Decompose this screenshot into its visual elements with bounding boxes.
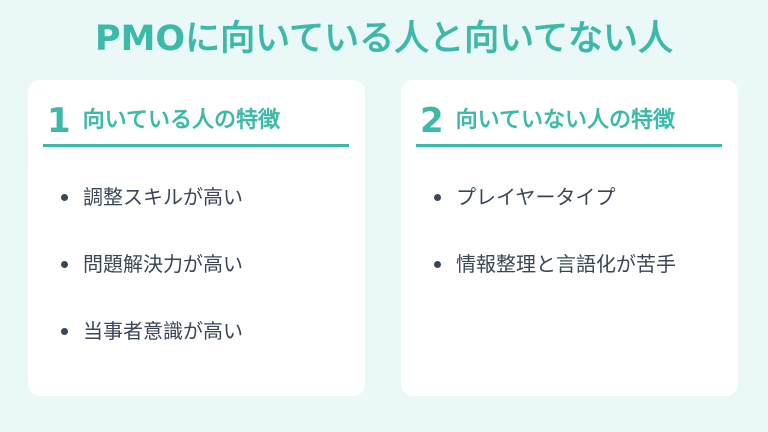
page-title: PMOに向いている人と向いてない人 [94, 19, 674, 59]
unsuited-card: 2 向いていない人の特徴 プレイヤータイプ 情報整理と言語化が苦手 [401, 80, 738, 396]
unsuited-list: プレイヤータイプ 情報整理と言語化が苦手 [401, 180, 676, 314]
bullet-icon [61, 328, 68, 335]
card-header: 1 向いている人の特徴 [43, 98, 349, 147]
suited-card: 1 向いている人の特徴 調整スキルが高い 問題解決力が高い 当事者意識が高い [28, 80, 365, 396]
list-item: 調整スキルが高い [28, 180, 243, 247]
card-number: 2 [420, 101, 444, 141]
list-item-text: 調整スキルが高い [83, 185, 243, 209]
list-item-text: 問題解決力が高い [83, 252, 243, 276]
list-item: 当事者意識が高い [28, 314, 243, 381]
card-header: 2 向いていない人の特徴 [416, 98, 722, 147]
list-item-text: プレイヤータイプ [456, 185, 616, 209]
list-item-text: 情報整理と言語化が苦手 [456, 252, 676, 276]
list-item: 情報整理と言語化が苦手 [401, 247, 676, 314]
list-item-text: 当事者意識が高い [83, 319, 243, 343]
list-item: 問題解決力が高い [28, 247, 243, 314]
card-heading: 向いていない人の特徴 [455, 108, 676, 133]
bullet-icon [61, 261, 68, 268]
bullet-icon [434, 261, 441, 268]
bullet-icon [61, 194, 68, 201]
card-heading: 向いている人の特徴 [82, 108, 281, 133]
list-item: プレイヤータイプ [401, 180, 676, 247]
suited-list: 調整スキルが高い 問題解決力が高い 当事者意識が高い [28, 180, 243, 381]
card-number: 1 [47, 101, 71, 141]
bullet-icon [434, 194, 441, 201]
